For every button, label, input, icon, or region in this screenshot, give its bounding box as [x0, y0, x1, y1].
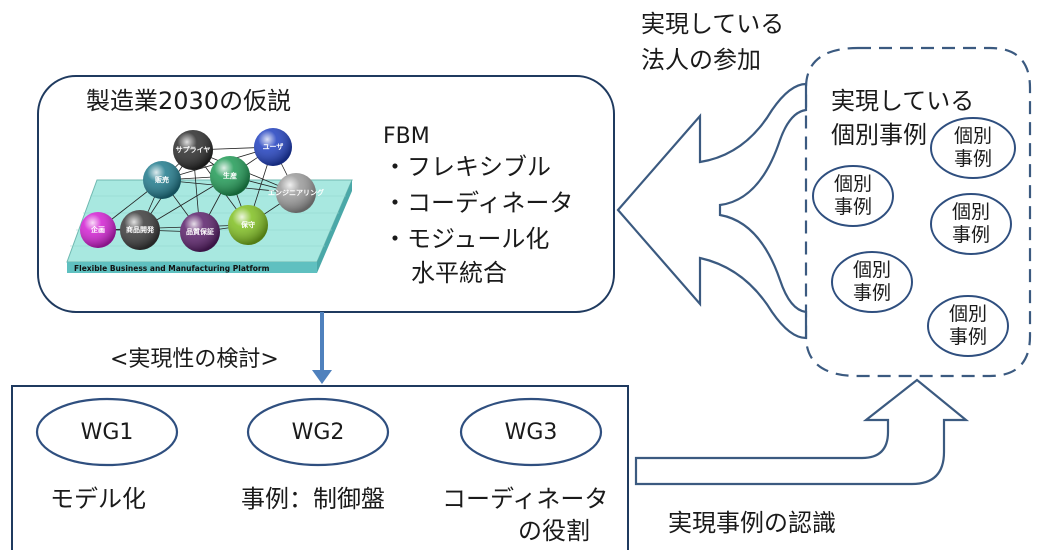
sphere-label: 保守	[240, 220, 255, 229]
sphere-label: 品質保証	[186, 227, 214, 236]
sphere-label: 生産	[223, 171, 237, 180]
cases-title-line1: 実現している	[831, 87, 975, 115]
sphere-production: 生産	[210, 156, 250, 196]
wg1-label: WG1	[80, 420, 134, 445]
wg3-ellipse	[459, 397, 603, 467]
fbm-horizontal-integration: 水平統合	[411, 259, 507, 287]
wg3-caption-line1: コーディネータ	[442, 485, 609, 513]
sphere-label: エンジニアリング	[268, 188, 324, 197]
recognition-label: 実現事例の認識	[668, 509, 836, 537]
wg1-caption: モデル化	[50, 485, 146, 513]
sphere-sales: 販売	[143, 161, 181, 199]
platform-right-side	[317, 180, 352, 273]
feasibility-label: <実現性の検討>	[110, 347, 279, 372]
participation-label-line1: 実現している	[641, 10, 785, 38]
case-ellipse	[930, 193, 1012, 255]
down-arrow	[312, 312, 332, 384]
cases-title-line2: 個別事例	[831, 121, 927, 149]
platform-side	[67, 262, 317, 273]
wg2-label: WG2	[291, 420, 345, 445]
sphere-maintenance: 保守	[228, 205, 268, 245]
sphere-label: ユーザ	[263, 142, 284, 151]
case-ellipse	[930, 117, 1016, 179]
wg3-label: WG3	[504, 420, 558, 445]
wg2-ellipse	[246, 397, 390, 467]
cases-to-hypothesis-arrow	[616, 82, 808, 340]
case-label: 個別事例	[833, 173, 872, 218]
case-label: 個別事例	[953, 125, 992, 170]
case-ellipse	[927, 295, 1009, 357]
sphere-label: 企画	[90, 225, 105, 234]
sphere-user: ユーザ	[254, 128, 292, 166]
sphere-label: 商品開発	[126, 225, 155, 234]
fbm-item-flexible: ・フレキシブル	[383, 153, 551, 181]
sphere-label: 販売	[155, 175, 169, 184]
sphere-engineering: エンジニアリング	[268, 173, 324, 213]
case-label: 個別事例	[852, 259, 891, 304]
fbm-title: FBM	[383, 124, 430, 149]
sphere-quality: 品質保証	[180, 212, 220, 252]
wg1-ellipse	[35, 397, 179, 467]
sphere-label: サプライヤ	[176, 145, 211, 154]
case-label: 個別事例	[951, 201, 990, 246]
hypothesis-title: 製造業2030の仮説	[86, 87, 292, 115]
wg2-caption: 事例：制御盤	[241, 485, 385, 513]
wg3-caption-line2: の役割	[518, 517, 590, 545]
wg-to-cases-arrow	[634, 378, 970, 486]
sphere-planning: 企画	[80, 212, 116, 248]
fbm-item-modular: ・モジュール化	[383, 225, 550, 253]
sphere-product-dev: 商品開発	[120, 210, 160, 250]
platform-label: Flexible Business and Manufacturing Plat…	[74, 264, 270, 273]
case-label: 個別事例	[948, 303, 987, 348]
case-ellipse	[831, 251, 913, 313]
participation-label-line2: 法人の参加	[641, 46, 761, 74]
case-ellipse	[812, 165, 894, 227]
platform-illustration: Flexible Business and Manufacturing Plat…	[66, 128, 353, 273]
fbm-item-coordinator: ・コーディネータ	[383, 189, 574, 217]
sphere-supplier: サプライヤ	[173, 130, 213, 170]
